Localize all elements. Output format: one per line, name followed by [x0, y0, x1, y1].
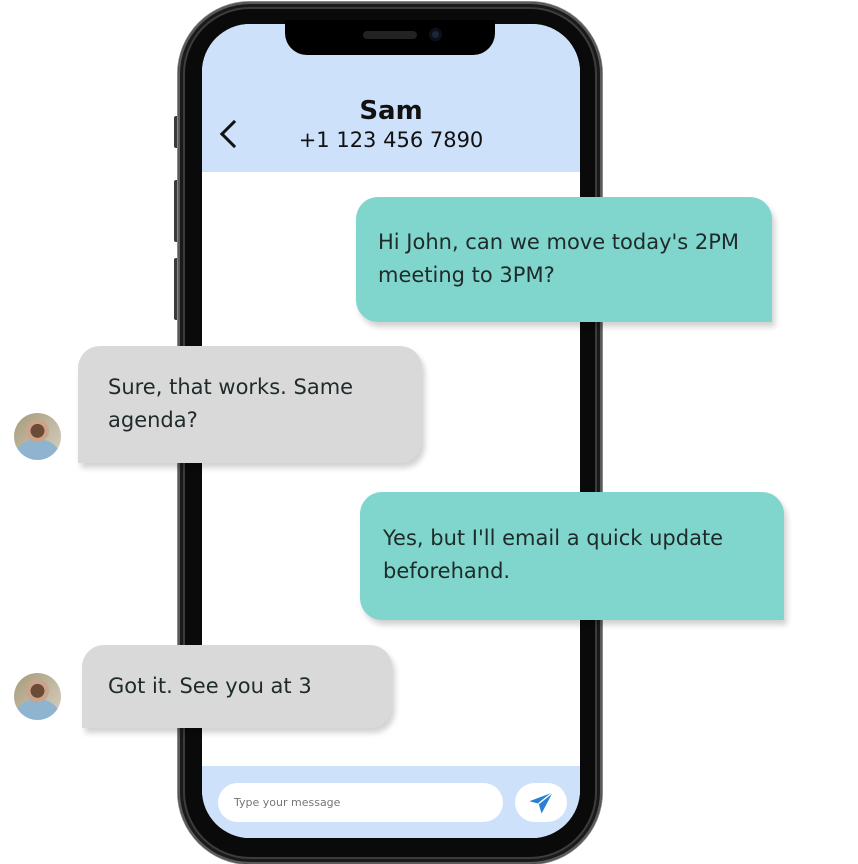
volume-down-button	[174, 258, 179, 320]
message-outgoing: Yes, but I'll email a quick update befor…	[360, 492, 784, 620]
message-incoming: Got it. See you at 3	[82, 645, 392, 728]
contact-phone: +1 123 456 7890	[298, 128, 484, 152]
message-text: Sure, that works. Same agenda?	[108, 375, 354, 432]
message-text: Got it. See you at 3	[108, 674, 312, 698]
volume-up-button	[174, 180, 179, 242]
message-text: Yes, but I'll email a quick update befor…	[383, 526, 724, 583]
message-composer	[202, 766, 580, 838]
front-camera	[429, 28, 442, 41]
message-outgoing: Hi John, can we move today's 2PM meeting…	[356, 197, 772, 322]
avatar	[14, 413, 61, 460]
message-text: Hi John, can we move today's 2PM meeting…	[378, 230, 740, 287]
contact-name: Sam	[359, 96, 423, 126]
phone-notch	[285, 20, 495, 55]
paper-plane-icon	[529, 791, 554, 813]
speaker-grille	[363, 31, 417, 39]
chat-header: Sam +1 123 456 7890	[202, 24, 580, 172]
send-button[interactable]	[515, 783, 567, 822]
message-incoming: Sure, that works. Same agenda?	[78, 346, 422, 463]
avatar	[14, 673, 61, 720]
message-input[interactable]	[218, 783, 503, 822]
mute-switch	[174, 116, 179, 148]
